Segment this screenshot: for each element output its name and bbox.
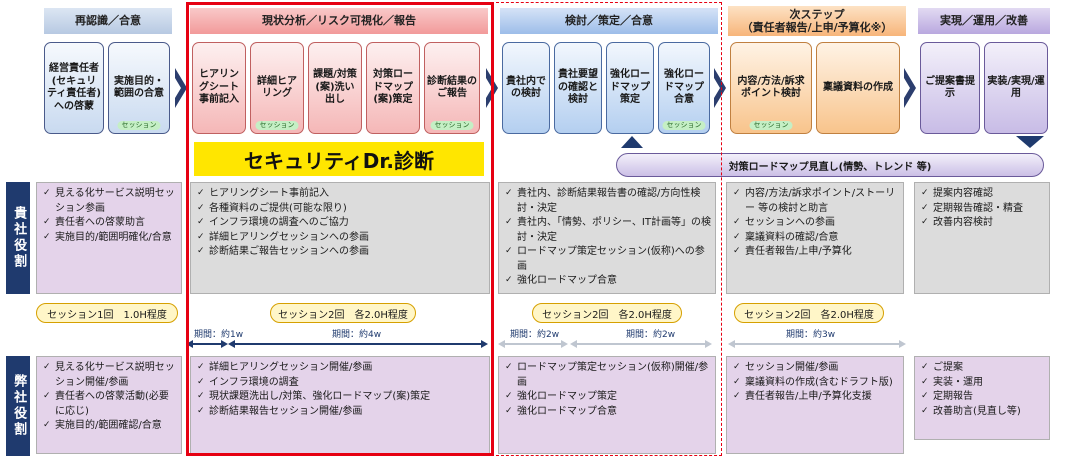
client-task-item: 稟議資料の確認/合意 <box>733 231 899 246</box>
our-task-item: 責任者報告/上申/予算化支援 <box>733 390 899 405</box>
step-proposal: ご提案書提示 <box>920 42 980 134</box>
our-task-item: 詳細ヒアリングセッション開催/参画 <box>197 361 485 376</box>
client-task-item: 実施目的/範囲明確化/合意 <box>43 231 177 246</box>
our-task-item: セッション開催/参画 <box>733 361 899 376</box>
our-task-item: ロードマップ策定セッション(仮称)開催/参画 <box>505 361 711 390</box>
our-task-item: 見える化サービス説明セッション開催/参画 <box>43 361 177 390</box>
period-label-3: 期間：約2w <box>510 330 560 340</box>
role-label-us: 弊社役割 <box>6 356 30 456</box>
arrow-down-icon <box>1016 136 1044 148</box>
our-tasks-phase5: ご提案実装・運用定期報告改善助言(見直し等) <box>914 356 1050 440</box>
our-task-item: 改善助言(見直し等) <box>921 405 1045 420</box>
arrow-up-icon <box>621 136 643 148</box>
client-task-item: 各種資料のご提供(可能な限り) <box>197 202 485 217</box>
period-label-1: 期間：約1w <box>194 330 244 340</box>
session-badge: セッション <box>117 121 161 130</box>
step-approval-documents: 稟議資料の作成 <box>816 42 900 134</box>
step-hearing-sheet: ヒアリングシート事前記入 <box>192 42 246 134</box>
our-tasks-phase4: セッション開催/参画稟議資料の作成(含むドラフト版)責任者報告/上申/予算化支援 <box>726 356 904 454</box>
client-tasks-phase2: ヒアリングシート事前記入各種資料のご提供(可能な限り)インフラ環境の調査へのご協… <box>190 182 490 294</box>
session-badge: セッション <box>430 121 474 130</box>
our-task-item: 強化ロードマップ合意 <box>505 405 711 420</box>
chevron-right-icon <box>714 68 726 108</box>
client-task-item: 貴社内、「情勢、ポリシー、IT計画等」の検討・決定 <box>505 216 711 245</box>
client-task-item: 診断結果ご報告セッションへの参画 <box>197 245 485 260</box>
period-label-2: 期間：約4w <box>332 330 382 340</box>
phase-header-2: 現状分析／リスク可視化／報告 <box>190 8 488 34</box>
session-badge: セッション <box>255 121 299 130</box>
phase-header-1: 再認識／合意 <box>44 8 172 34</box>
client-task-item: 内容/方法/訴求ポイント/ストーリー 等の検討と助言 <box>733 187 899 216</box>
client-task-item: 詳細ヒアリングセッションへの参画 <box>197 231 485 246</box>
our-task-item: ご提案 <box>921 361 1045 376</box>
client-tasks-phase3: 貴社内、診断結果報告書の確認/方向性検討・決定貴社内、「情勢、ポリシー、IT計画… <box>498 182 716 294</box>
period-label-4: 期間：約2w <box>626 330 676 340</box>
our-task-item: インフラ環境の調査 <box>197 376 485 391</box>
client-task-item: セッションへの参画 <box>733 216 899 231</box>
our-tasks-phase2: 詳細ヒアリングセッション開催/参画インフラ環境の調査現状課題洗出し/対策、強化ロ… <box>190 356 490 454</box>
chevron-right-icon <box>175 68 187 108</box>
step-executive-awareness: 経営責任者(セキュリティ責任者)への啓蒙 <box>44 42 104 134</box>
session-pill-3: セッション2回 各2.0H程度 <box>532 303 682 323</box>
step-roadmap-formulation: 強化ロードマップ策定 <box>606 42 654 134</box>
chevron-right-icon <box>904 68 916 108</box>
our-task-item: 診断結果報告セッション開催/参画 <box>197 405 485 420</box>
client-task-item: 責任者への啓蒙助言 <box>43 216 177 231</box>
phase-header-3: 検討／策定／合意 <box>500 8 718 34</box>
phase-header-5: 実現／運用／改善 <box>918 8 1050 34</box>
client-task-item: ロードマップ策定セッション(仮称)への参画 <box>505 245 711 274</box>
session-pill-1: セッション1回 1.0H程度 <box>36 303 178 323</box>
our-task-item: 責任者への啓蒙活動(必要に応じ) <box>43 390 177 419</box>
step-detailed-hearing: 詳細ヒアリングセッション <box>250 42 304 134</box>
step-issue-identification: 課題/対策(案)洗い出し <box>308 42 362 134</box>
client-task-item: ヒアリングシート事前記入 <box>197 187 485 202</box>
our-tasks-phase3: ロードマップ策定セッション(仮称)開催/参画強化ロードマップ策定強化ロードマップ… <box>498 356 716 454</box>
roadmap-review-bar: 対策ロードマップ見直し(情勢、トレンド 等) <box>616 153 1044 177</box>
step-diagnosis-report: 診断結果のご報告セッション <box>424 42 480 134</box>
step-roadmap-agreement: 強化ロードマップ合意セッション <box>658 42 710 134</box>
client-task-item: 見える化サービス説明セッション参画 <box>43 187 177 216</box>
step-scope-agreement: 実施目的・範囲の合意セッション <box>108 42 170 134</box>
our-task-item: 定期報告 <box>921 390 1045 405</box>
client-task-item: 提案内容確認 <box>921 187 1045 202</box>
role-label-client: 貴社役割 <box>6 182 30 294</box>
our-task-item: 現状課題洗出し/対策、強化ロードマップ(案)策定 <box>197 390 485 405</box>
step-internal-review: 貴社内での検討 <box>502 42 550 134</box>
client-task-item: 強化ロードマップ合意 <box>505 274 711 289</box>
our-task-item: 稟議資料の作成(含むドラフト版) <box>733 376 899 391</box>
client-task-item: 貴社内、診断結果報告書の確認/方向性検討・決定 <box>505 187 711 216</box>
client-task-item: 改善内容検討 <box>921 216 1045 231</box>
client-task-item: 定期報告確認・精査 <box>921 202 1045 217</box>
chevron-right-icon <box>486 68 498 108</box>
phase-header-4: 次ステップ （責任者報告/上申/予算化※） <box>728 6 906 36</box>
our-tasks-phase1: 見える化サービス説明セッション開催/参画責任者への啓蒙活動(必要に応じ)実施目的… <box>36 356 182 454</box>
our-task-item: 実施目的/範囲確認/合意 <box>43 419 177 434</box>
step-requirements-review: 貴社要望の確認と検討 <box>554 42 602 134</box>
our-task-item: 実装・運用 <box>921 376 1045 391</box>
step-approach-review: 内容/方法/訴求ポイント検討セッション <box>730 42 812 134</box>
client-tasks-phase4: 内容/方法/訴求ポイント/ストーリー 等の検討と助言セッションへの参画稟議資料の… <box>726 182 904 294</box>
timeline-arrows <box>186 340 906 348</box>
session-pill-2: セッション2回 各2.0H程度 <box>270 303 416 323</box>
session-pill-4: セッション2回 各2.0H程度 <box>734 303 884 323</box>
client-tasks-phase5: 提案内容確認定期報告確認・精査改善内容検討 <box>914 182 1050 294</box>
period-label-5: 期間：約3w <box>786 330 836 340</box>
session-badge: セッション <box>749 121 793 130</box>
client-tasks-phase1: 見える化サービス説明セッション参画責任者への啓蒙助言実施目的/範囲明確化/合意 <box>36 182 182 294</box>
step-roadmap-draft: 対策ロードマップ(案)策定 <box>366 42 420 134</box>
step-implementation: 実装/実現/運用 <box>984 42 1048 134</box>
client-task-item: 責任者報告/上申/予算化 <box>733 245 899 260</box>
service-banner: セキュリティDr.診断 <box>194 142 484 176</box>
client-task-item: インフラ環境の調査へのご協力 <box>197 216 485 231</box>
session-badge: セッション <box>662 121 706 130</box>
our-task-item: 強化ロードマップ策定 <box>505 390 711 405</box>
